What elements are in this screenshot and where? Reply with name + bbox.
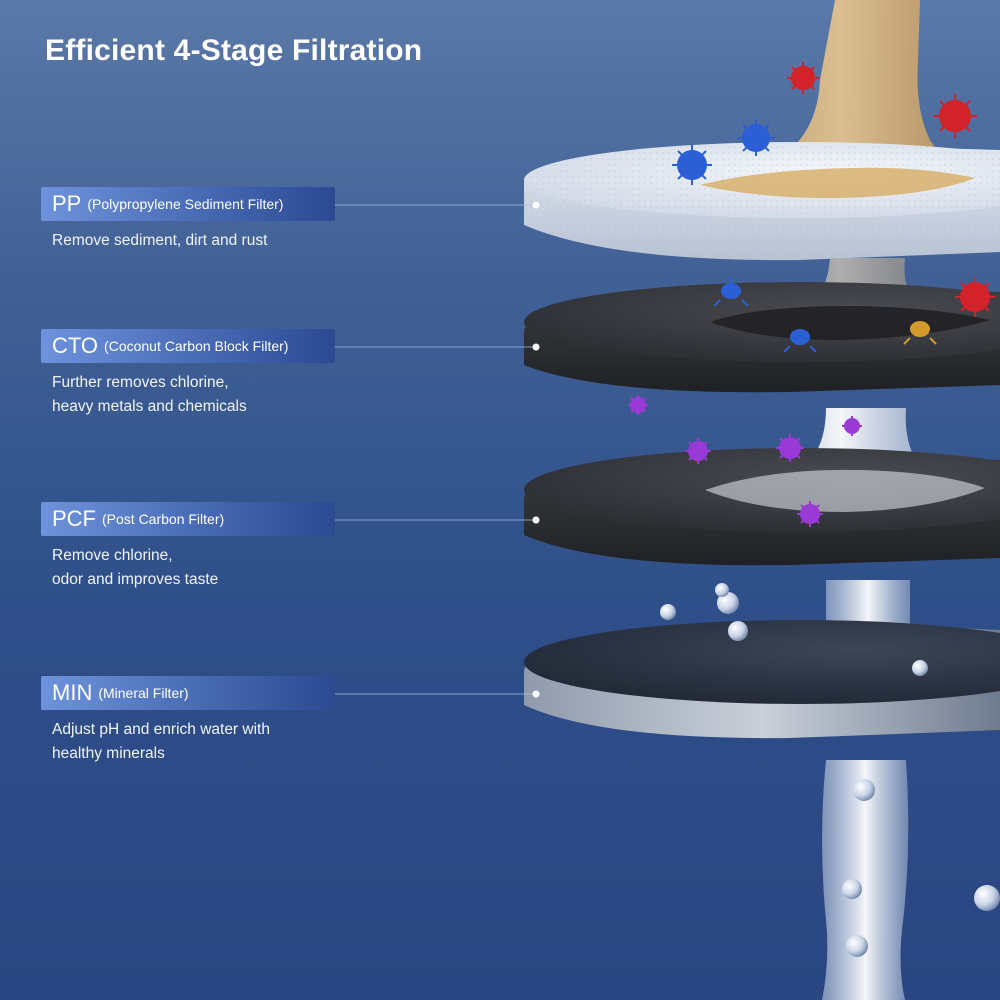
stage-code: MIN: [52, 680, 93, 705]
cto-connector-dot: [532, 343, 540, 351]
stage-code: CTO: [52, 333, 99, 358]
water-droplet-icon: [660, 583, 1000, 957]
pp-filter-disc: [524, 142, 1000, 261]
pcf-filter-disc: [524, 448, 1000, 566]
connector-lines: [335, 204, 536, 695]
pp-connector-dot: [532, 201, 540, 209]
stage-name: (Coconut Carbon Block Filter): [104, 338, 289, 354]
cto-filter-disc: [524, 282, 1000, 393]
stage-label: CTO (Coconut Carbon Block Filter): [41, 329, 335, 363]
stage-description: Remove chlorine, odor and improves taste: [52, 547, 219, 588]
pcf-connector-dot: [532, 516, 540, 524]
stage-name: (Post Carbon Filter): [102, 511, 225, 527]
stage-name: (Mineral Filter): [98, 685, 189, 701]
page-title: Efficient 4-Stage Filtration: [45, 34, 423, 67]
stage-label: MIN (Mineral Filter): [41, 676, 335, 710]
stage-code: PCF: [52, 506, 96, 531]
stage-description: Remove sediment, dirt and rust: [52, 232, 268, 249]
stage-label: PCF (Post Carbon Filter): [41, 502, 335, 536]
min-connector-dot: [532, 690, 540, 698]
stage-code: PP: [52, 191, 82, 216]
stage-label: PP (Polypropylene Sediment Filter): [41, 187, 335, 221]
stage-description: Further removes chlorine, heavy metals a…: [52, 374, 247, 415]
bacteria-icon: [628, 62, 995, 527]
stage-name: (Polypropylene Sediment Filter): [87, 196, 284, 212]
stage-description: Adjust pH and enrich water with healthy …: [52, 721, 270, 762]
min-filter-disc: [524, 620, 1000, 739]
